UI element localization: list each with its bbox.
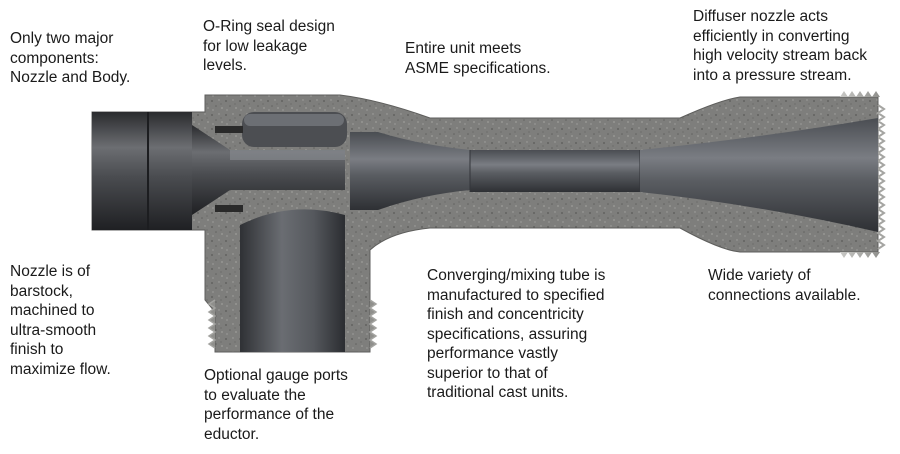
callout-nozzle-barstock: Nozzle is of barstock, machined to ultra… <box>10 263 111 378</box>
suction-branch-bore <box>240 209 345 352</box>
diffuser-tube <box>640 118 878 232</box>
branch-threads <box>207 299 378 349</box>
converging-tube <box>350 132 470 210</box>
callout-gauge-ports: Optional gauge ports to evaluate the per… <box>204 367 348 443</box>
callout-two-components: Only two major components: Nozzle and Bo… <box>10 30 131 86</box>
inlet-nozzle <box>92 112 345 230</box>
mixing-tube <box>470 150 640 192</box>
callout-mixing-tube: Converging/mixing tube is manufactured t… <box>427 267 606 401</box>
callout-asme: Entire unit meets ASME specifications. <box>405 40 551 77</box>
callout-connections: Wide variety of connections available. <box>708 267 861 304</box>
oring-seal <box>215 126 243 133</box>
callout-diffuser: Diffuser nozzle acts efficiently in conv… <box>693 8 868 84</box>
callout-oring-seal: O-Ring seal design for low leakage level… <box>203 18 335 74</box>
